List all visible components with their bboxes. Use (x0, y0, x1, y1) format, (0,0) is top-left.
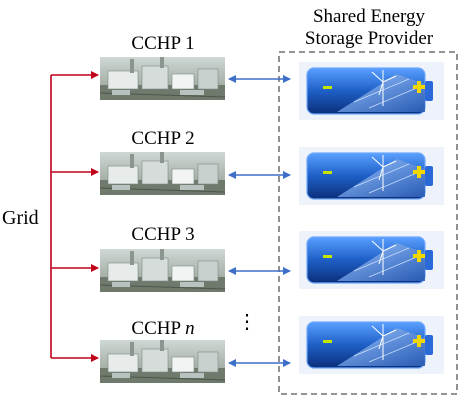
cchp-1-label: CCHP 1 (131, 33, 194, 54)
cchp-plant-icon (99, 152, 226, 195)
solar-wind-battery-icon (299, 231, 444, 289)
cchp-2-label: CCHP 2 (131, 128, 194, 149)
more-units-ellipsis: ⋮ (237, 311, 257, 333)
cchp-3-label: CCHP 3 (131, 224, 194, 245)
cchp-n-label: CCHP n (131, 318, 194, 339)
cchp-plant-icon (99, 340, 226, 383)
provider-title-line2: Storage Provider (305, 28, 434, 49)
cchp-plant-icon (99, 57, 226, 100)
solar-wind-battery-icon (299, 62, 444, 120)
cchp-n-label-main: CCHP (131, 318, 185, 339)
solar-wind-battery-icon (299, 147, 444, 205)
provider-title-line1: Shared Energy (313, 6, 426, 27)
grid-label: Grid (2, 207, 39, 229)
cchp-plant-icon (99, 249, 226, 292)
cchp-n-label-suffix: n (185, 318, 195, 339)
solar-wind-battery-icon (299, 316, 444, 374)
